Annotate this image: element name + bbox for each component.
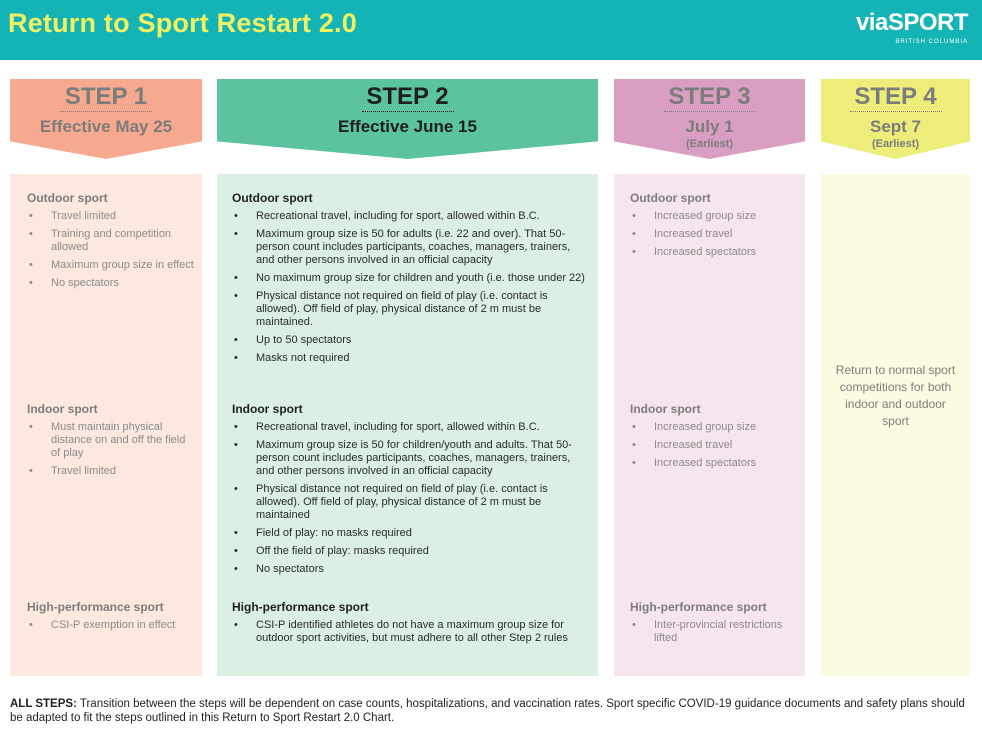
- list-item: Training and competition allowed: [27, 228, 195, 254]
- list-item: Field of play: no masks required: [232, 527, 590, 540]
- step-3-date: July 1: [685, 117, 734, 136]
- bullet-list: Must maintain physical distance on and o…: [27, 421, 195, 478]
- list-item: Physical distance not required on field …: [232, 290, 590, 329]
- section-title: Indoor sport: [232, 402, 303, 416]
- step-4-label: STEP 4: [854, 83, 937, 110]
- list-item: Increased travel: [630, 228, 798, 241]
- list-item: Travel limited: [27, 210, 195, 223]
- list-item: Masks not required: [232, 352, 590, 365]
- footer-note: ALL STEPS: Transition between the steps …: [10, 697, 970, 725]
- list-item: Up to 50 spectators: [232, 334, 590, 347]
- step-3-label: STEP 3: [668, 83, 751, 110]
- list-item: No maximum group size for children and y…: [232, 272, 590, 285]
- bullet-list: CSI-P identified athletes do not have a …: [232, 619, 590, 645]
- step-3-indoor-section: Indoor sport Increased group size Increa…: [630, 402, 798, 475]
- section-title: High-performance sport: [232, 600, 369, 614]
- viasport-logo: viaSPORT BRITISH COLUMBIA: [855, 9, 969, 46]
- footer-label: ALL STEPS:: [10, 698, 77, 710]
- step-4-banner: STEP 4 Sept 7 (Earliest): [821, 79, 970, 159]
- step-2-hp-section: High-performance sport CSI-P identified …: [232, 600, 590, 650]
- step-2-divider: [361, 111, 454, 112]
- bullet-list: Increased group size Increased travel In…: [630, 210, 798, 259]
- step-4-earliest: (Earliest): [871, 138, 920, 150]
- list-item: Physical distance not required on field …: [232, 483, 590, 522]
- step-1-indoor-section: Indoor sport Must maintain physical dist…: [27, 402, 195, 483]
- list-item: CSI-P identified athletes do not have a …: [232, 619, 590, 645]
- step-2-outdoor-section: Outdoor sport Recreational travel, inclu…: [232, 191, 590, 370]
- page-title: Return to Sport Restart 2.0: [8, 8, 357, 38]
- section-title: Outdoor sport: [27, 191, 108, 205]
- list-item: CSI-P exemption in effect: [27, 619, 195, 632]
- list-item: Increased group size: [630, 421, 798, 434]
- step-4-normal-text: Return to normal sport competitions for …: [835, 363, 956, 428]
- step-4-column: Return to normal sport competitions for …: [821, 174, 970, 676]
- list-item: Off the field of play: masks required: [232, 545, 590, 558]
- step-4-date: Sept 7: [869, 117, 922, 136]
- bullet-list: Inter-provincial restrictions lifted: [630, 619, 798, 645]
- step-4-divider: [849, 111, 942, 112]
- step-1-date: Effective May 25: [39, 117, 173, 136]
- step-2-column: Outdoor sport Recreational travel, inclu…: [217, 174, 598, 676]
- step-2-indoor-section: Indoor sport Recreational travel, includ…: [232, 402, 590, 581]
- bullet-list: Increased group size Increased travel In…: [630, 421, 798, 470]
- list-item: Must maintain physical distance on and o…: [27, 421, 195, 460]
- step-3-column: Outdoor sport Increased group size Incre…: [614, 174, 805, 676]
- list-item: Recreational travel, including for sport…: [232, 210, 590, 223]
- list-item: Maximum group size in effect: [27, 259, 195, 272]
- step-1-divider: [60, 111, 152, 112]
- section-title: Indoor sport: [27, 402, 98, 416]
- section-title: Outdoor sport: [630, 191, 711, 205]
- section-title: High-performance sport: [27, 600, 164, 614]
- step-3-banner: STEP 3 July 1 (Earliest): [614, 79, 805, 159]
- list-item: Travel limited: [27, 465, 195, 478]
- step-3-outdoor-section: Outdoor sport Increased group size Incre…: [630, 191, 798, 264]
- bullet-list: Recreational travel, including for sport…: [232, 210, 590, 365]
- step-2-date: Effective June 15: [338, 117, 477, 136]
- list-item: Increased spectators: [630, 246, 798, 259]
- step-3-divider: [663, 111, 756, 112]
- step-1-label: STEP 1: [64, 83, 148, 110]
- step-3-hp-section: High-performance sport Inter-provincial …: [630, 600, 798, 650]
- list-item: Recreational travel, including for sport…: [232, 421, 590, 434]
- logo-wordmark: viaSPORT: [855, 9, 969, 36]
- step-1-hp-section: High-performance sport CSI-P exemption i…: [27, 600, 195, 637]
- page-header: Return to Sport Restart 2.0 viaSPORT BRI…: [0, 0, 982, 60]
- list-item: No spectators: [232, 563, 590, 576]
- list-item: Maximum group size is 50 for children/yo…: [232, 439, 590, 478]
- bullet-list: Recreational travel, including for sport…: [232, 421, 590, 576]
- section-title: High-performance sport: [630, 600, 767, 614]
- bullet-list: CSI-P exemption in effect: [27, 619, 195, 632]
- footer-text: Transition between the steps will be dep…: [10, 698, 965, 724]
- section-title: Indoor sport: [630, 402, 701, 416]
- step-3-earliest: (Earliest): [685, 138, 734, 150]
- step-1-banner: STEP 1 Effective May 25: [10, 79, 202, 159]
- list-item: Increased spectators: [630, 457, 798, 470]
- section-title: Outdoor sport: [232, 191, 313, 205]
- list-item: Increased travel: [630, 439, 798, 452]
- step-1-column: Outdoor sport Travel limited Training an…: [10, 174, 202, 676]
- list-item: No spectators: [27, 277, 195, 290]
- step-2-banner: STEP 2 Effective June 15: [217, 79, 598, 159]
- logo-subtitle: BRITISH COLUMBIA: [895, 39, 968, 45]
- step-1-outdoor-section: Outdoor sport Travel limited Training an…: [27, 191, 195, 295]
- step-2-label: STEP 2: [366, 83, 449, 110]
- list-item: Inter-provincial restrictions lifted: [630, 619, 798, 645]
- bullet-list: Travel limited Training and competition …: [27, 210, 195, 290]
- list-item: Increased group size: [630, 210, 798, 223]
- list-item: Maximum group size is 50 for adults (i.e…: [232, 228, 590, 267]
